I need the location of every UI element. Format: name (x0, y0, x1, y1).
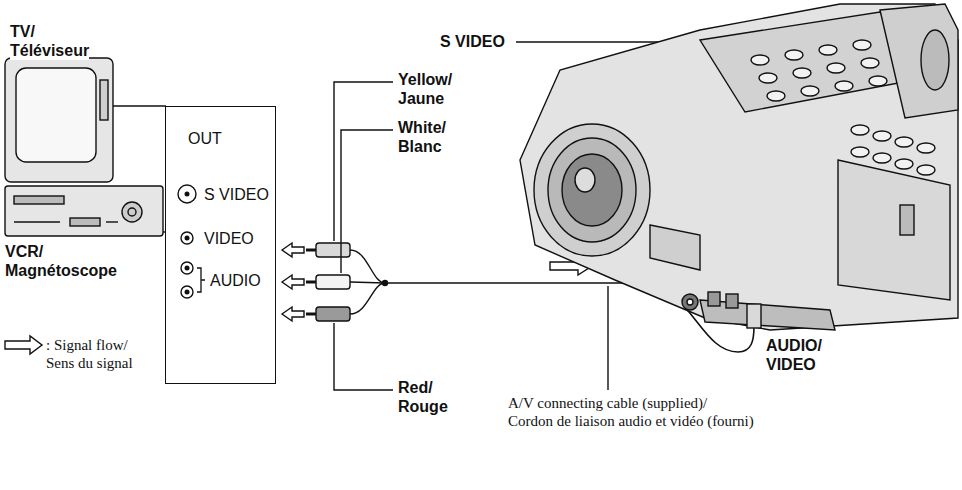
cable-name: A/V connecting cable (supplied)/ Cordon … (508, 394, 754, 430)
camcorder (520, 4, 958, 330)
plug-color: Yellow/ Jaune (398, 70, 452, 108)
jack-name: AUDIO/ VIDEO (766, 336, 822, 374)
rca-plug (306, 243, 350, 321)
signal-arrow (282, 307, 304, 321)
device-name: TV/ Téléviseur (10, 22, 89, 60)
plug-color: White/ Blanc (398, 118, 446, 156)
legend-text: : Signal flow/ Sens du signal (46, 336, 133, 372)
panel-heading: OUT (188, 129, 222, 148)
signal-arrow (282, 275, 304, 289)
jack-name: VIDEO (204, 229, 254, 248)
signal-arrow (282, 243, 304, 257)
tv-screen (16, 68, 96, 162)
plug-color: Red/ Rouge (398, 378, 448, 416)
output-panel: OUT S VIDEO VIDEO AUDIO (165, 106, 276, 384)
jack-name: S VIDEO (440, 32, 505, 51)
jack-name: S VIDEO (204, 185, 269, 204)
tv-set (5, 58, 113, 182)
jack-name: AUDIO (210, 271, 261, 290)
device-name: VCR/ Magnétoscope (5, 242, 117, 280)
signal-arrow (5, 336, 42, 354)
vcr (5, 186, 163, 236)
